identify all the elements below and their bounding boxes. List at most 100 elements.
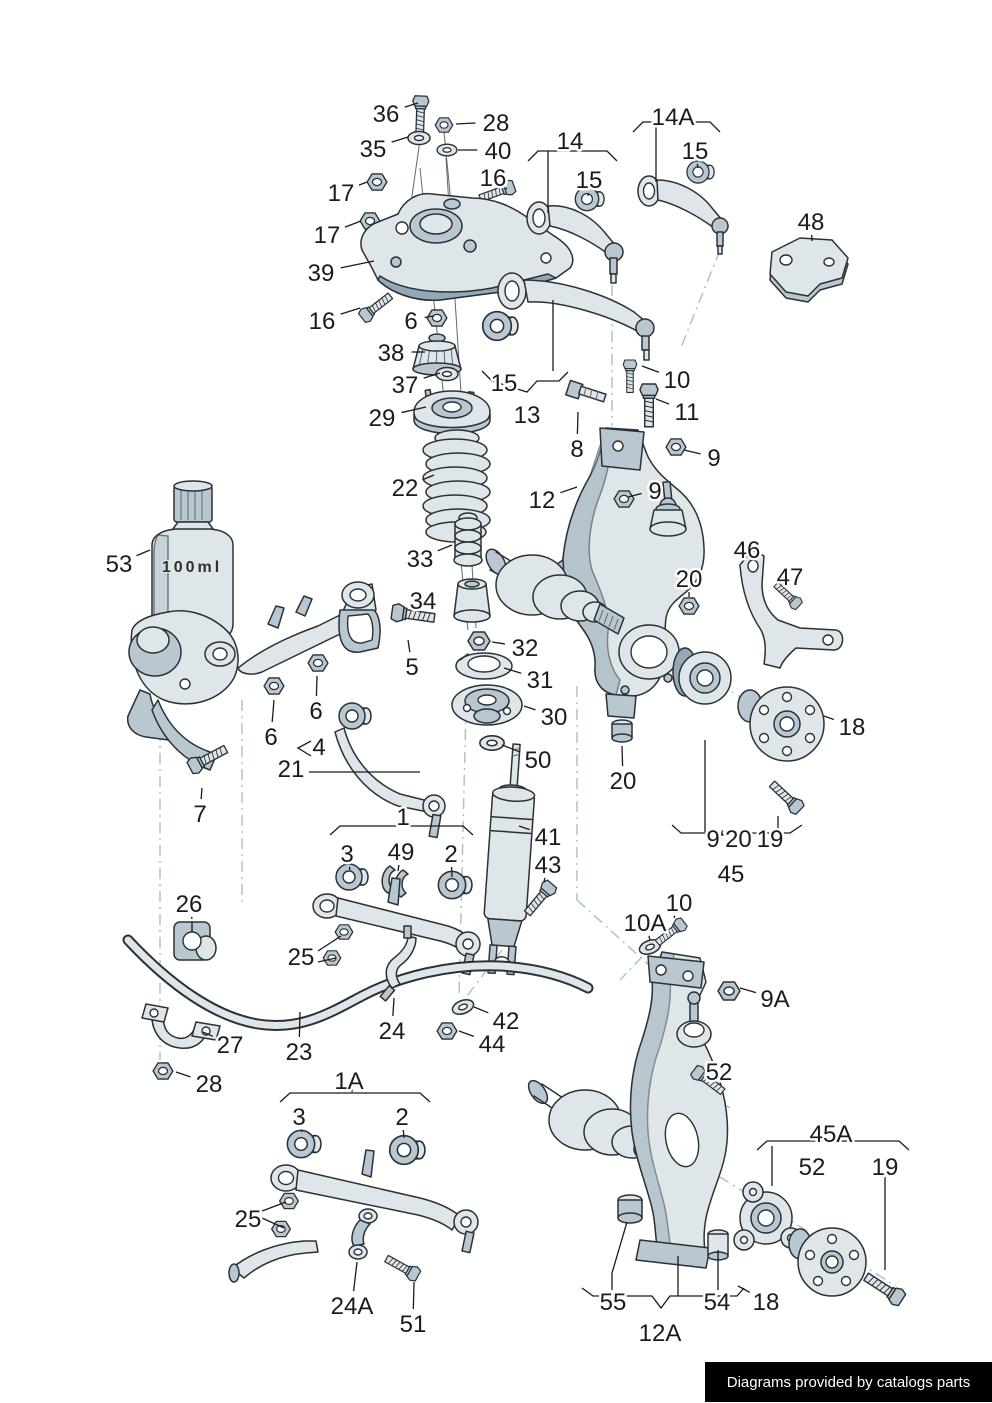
- leader-line: [560, 486, 578, 494]
- arm-bushing-3-bottom: [286, 1129, 322, 1159]
- part-callout-9A: 9A: [760, 986, 789, 1013]
- part-callout-45A: 45A: [810, 1121, 853, 1148]
- part-callout-17: 17: [328, 180, 355, 207]
- bump-stop-33: [453, 512, 483, 567]
- part-callout-40: 40: [485, 138, 512, 165]
- part-callout-10: 10: [664, 367, 691, 394]
- part-callout-15: 15: [682, 138, 709, 165]
- pinch-bolt-8: [565, 379, 607, 403]
- part-callout-46: 46: [734, 537, 761, 564]
- leader-line: [473, 1006, 489, 1014]
- part-callout-28: 28: [196, 1071, 223, 1098]
- cv-joint-boot-upper: [485, 548, 625, 635]
- leader-line: [315, 675, 318, 697]
- nut-6-right: [307, 654, 329, 672]
- bolt-10-top: [622, 359, 638, 393]
- part-callout-6: 6: [404, 308, 417, 335]
- upper-control-arm-13: [497, 272, 655, 361]
- leader-line: [437, 544, 453, 552]
- part-callout-19: 19: [757, 826, 784, 853]
- leader-line: [402, 1129, 405, 1139]
- nut-28-top: [434, 117, 454, 133]
- cover-plug-20: [611, 719, 633, 743]
- part-callout-11: 11: [675, 399, 700, 426]
- part-callout-49: 49: [388, 839, 415, 866]
- part-callout-55: 55: [600, 1289, 627, 1316]
- cover-plug-55: [617, 1194, 643, 1224]
- leader-line: [823, 715, 834, 721]
- leader-line: [696, 163, 699, 169]
- subframe-5: [126, 581, 381, 771]
- nut-25-up-2: [322, 950, 342, 966]
- part-callout-12A: 12A: [639, 1320, 682, 1347]
- part-callout-31: 31: [527, 667, 554, 694]
- part-callout-44: 44: [479, 1031, 506, 1058]
- nut-9A: [717, 981, 741, 1001]
- part-callout-52: 52: [706, 1059, 733, 1086]
- part-callout-52: 52: [799, 1154, 826, 1181]
- upper-mount-30: [451, 684, 523, 726]
- leader-line: [641, 365, 660, 373]
- protective-cup: [453, 578, 491, 623]
- washer-35: [407, 130, 431, 146]
- leader-line: [523, 705, 536, 711]
- part-callout-14: 14: [557, 128, 584, 155]
- part-callout-16: 16: [480, 165, 507, 192]
- stabilizer-end-piece: [228, 1240, 319, 1283]
- washer-37: [435, 366, 459, 382]
- strut-mount-bracket-39: [360, 192, 574, 301]
- leader-line: [543, 877, 546, 883]
- leader-line: [401, 406, 427, 414]
- steering-knuckle-12A: [629, 951, 729, 1269]
- leader-line: [683, 449, 701, 455]
- part-callout-19: 19: [872, 1154, 899, 1181]
- leader-line: [340, 260, 375, 269]
- arm-bushing-2-top: [437, 870, 473, 900]
- part-callout-35: 35: [360, 136, 387, 163]
- part-callout-2: 2: [395, 1104, 408, 1131]
- part-callout-54: 54: [704, 1289, 731, 1316]
- part-callout-27: 27: [217, 1032, 244, 1059]
- part-callout-16: 16: [309, 308, 336, 335]
- part-callout-17: 17: [314, 222, 341, 249]
- stabilizer-bushing-26: [173, 921, 217, 961]
- lower-control-arm-1A: [270, 1149, 479, 1254]
- group-brackets: [261, 121, 910, 1310]
- part-callout-42: 42: [493, 1008, 520, 1035]
- nut-9-a: [665, 438, 687, 456]
- part-callout-24A: 24A: [331, 1293, 374, 1320]
- part-callout-53: 53: [106, 551, 133, 578]
- leader-line: [392, 997, 395, 1017]
- leader-line: [673, 915, 676, 919]
- bracket-46: [739, 549, 844, 669]
- part-callout-18: 18: [839, 714, 866, 741]
- nut-6-top: [426, 309, 448, 327]
- drop-link-24A: [348, 1208, 378, 1260]
- leader-line: [391, 136, 409, 143]
- upper-control-arm-14A: [637, 175, 729, 255]
- part-callout-1: 1: [396, 804, 409, 831]
- wheel-bearing-45: [672, 647, 732, 705]
- nut-9-b: [613, 490, 635, 508]
- part-callout-28: 28: [483, 110, 510, 137]
- leader-line: [455, 122, 476, 125]
- part-callout-45: 45: [718, 861, 745, 888]
- nut-17-a: [366, 173, 388, 191]
- part-callout-37: 37: [392, 372, 419, 399]
- footer-credit-text: Diagrams provided by catalogs parts: [726, 1373, 971, 1391]
- part-callout-10A: 10A: [624, 910, 667, 937]
- part-callout-48: 48: [798, 209, 825, 236]
- part-callout-3: 3: [340, 841, 353, 868]
- leader-line: [621, 745, 624, 767]
- nut-25-up-1: [334, 924, 354, 940]
- strut-mount-29: [413, 388, 491, 435]
- leader-line: [627, 492, 642, 498]
- nut-44: [436, 1022, 458, 1040]
- bolt-11: [639, 383, 659, 428]
- leader-line: [352, 1261, 358, 1292]
- leader-line: [404, 102, 419, 108]
- hub-bolt-19-top: [765, 777, 807, 817]
- washer-40: [436, 143, 458, 157]
